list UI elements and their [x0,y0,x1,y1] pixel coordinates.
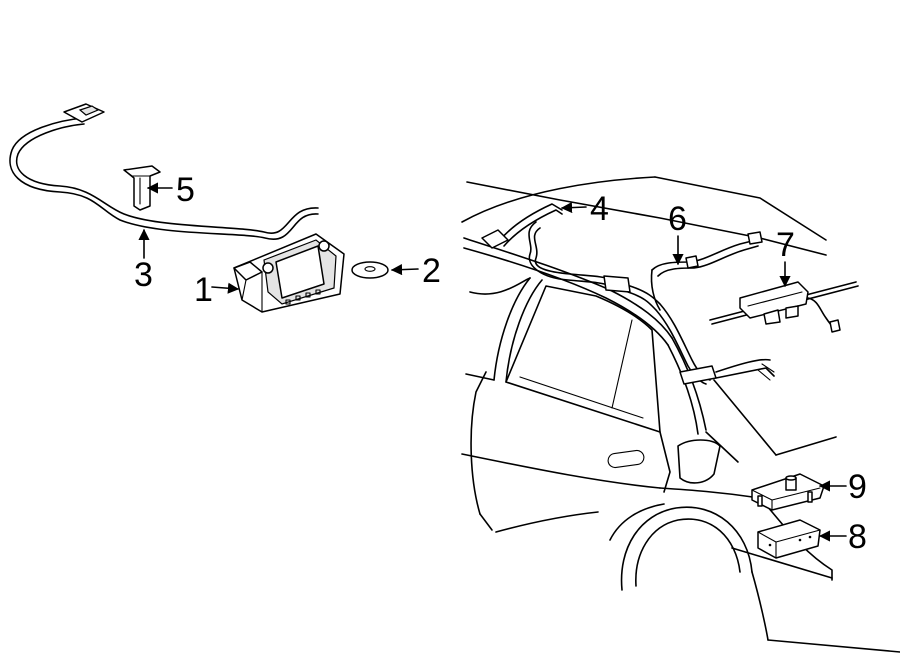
callout-arrow-2 [390,264,419,276]
callout-3: 3 [134,256,153,294]
control-module-part [751,473,825,511]
antenna-amplifier-part [709,281,859,333]
callout-arrow-1 [211,282,240,294]
radio-receiver-part [233,233,345,313]
callout-6: 6 [668,200,687,238]
callout-8: 8 [848,518,867,556]
callout-9: 9 [848,468,867,506]
antenna-cable-part [9,103,319,241]
harness-part [481,203,775,385]
mounting-bracket-part [123,165,161,211]
callout-1: 1 [194,271,213,309]
antenna-lead-part [650,231,763,311]
disc-part [351,261,389,279]
receiver-box-part [757,519,821,559]
callout-4: 4 [590,190,609,228]
callout-labels: 1 2 3 4 5 6 7 8 9 [134,171,867,556]
callout-2: 2 [422,252,441,290]
callout-arrows [138,182,847,542]
callout-5: 5 [176,171,195,209]
callout-7: 7 [776,226,795,264]
vehicle-body-outline [461,176,900,653]
callout-arrow-4 [560,201,587,214]
